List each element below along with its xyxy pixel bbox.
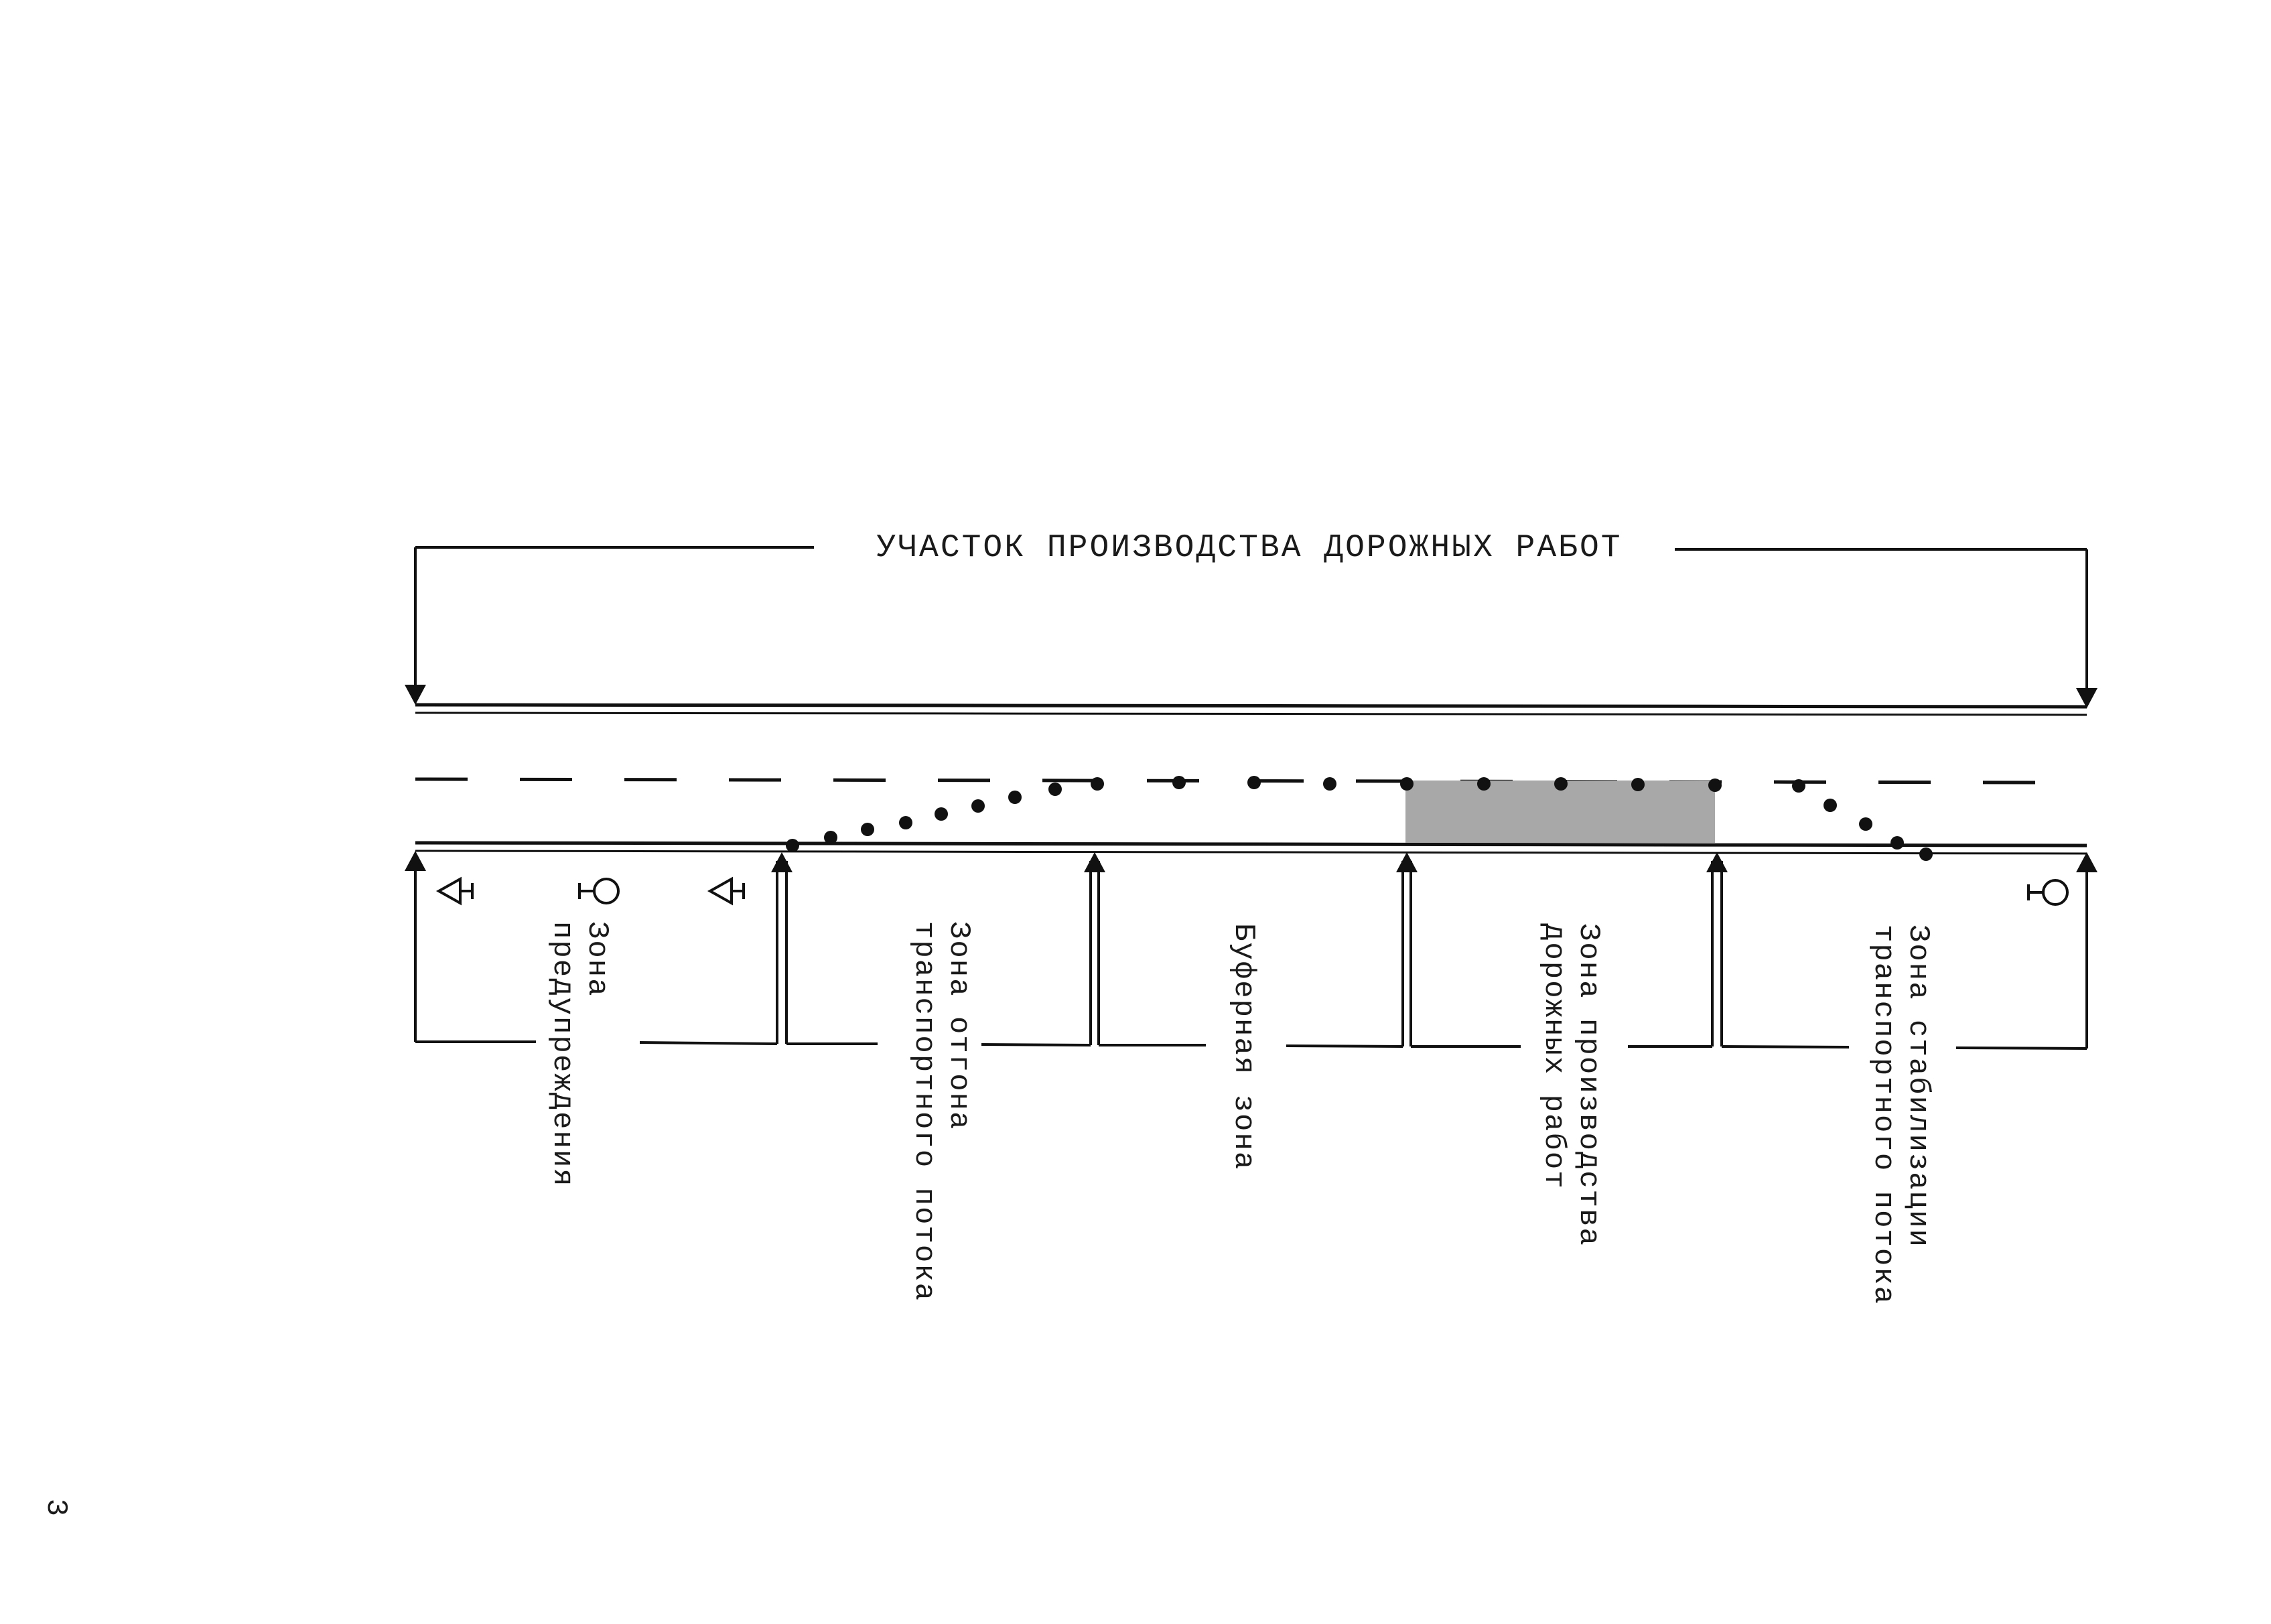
traffic-cone-marker xyxy=(971,799,985,813)
zone-label-warning: Зона предупреждения xyxy=(545,921,614,1188)
section-bracket: УЧАСТОК ПРОИЗВОДСТВА ДОРОЖНЫХ РАБОТ xyxy=(405,530,2097,708)
zone-label-stabilization-line-2: транспортного потока xyxy=(1866,925,1900,1305)
traffic-cone-marker xyxy=(1554,777,1568,791)
traffic-cone-marker xyxy=(1048,783,1062,796)
divider-3-arrowhead xyxy=(1396,852,1418,872)
zone-label-buffer-line-1: Буферная зона xyxy=(1227,923,1260,1170)
traffic-cone-marker xyxy=(1172,776,1186,789)
bracket-right-arrowhead xyxy=(2076,688,2097,708)
traffic-cone-marker xyxy=(1919,848,1933,861)
traffic-cone-marker xyxy=(935,807,948,821)
zone-label-taper: Зона отгона транспортного потока xyxy=(907,921,975,1302)
traffic-cone-marker xyxy=(1091,777,1104,791)
section-title: УЧАСТОК ПРОИЗВОДСТВА ДОРОЖНЫХ РАБОТ xyxy=(876,530,1622,566)
traffic-cone-marker xyxy=(861,823,874,836)
zone-labels: Зона предупреждения Зона отгона транспор… xyxy=(545,921,1935,1305)
zone-label-stabilization-line-1: Зона стабилизации xyxy=(1901,925,1935,1248)
sign-round-icon xyxy=(2027,879,2069,906)
traffic-cone-marker xyxy=(1400,777,1414,791)
traffic-cone-marker xyxy=(1792,779,1805,793)
traffic-cone-marker xyxy=(1708,779,1722,792)
traffic-cone-marker xyxy=(1859,817,1872,831)
divider-right-arrowhead xyxy=(2076,852,2097,872)
baseline-5a xyxy=(1721,1045,1850,1048)
zone-label-warning-line-2: предупреждения xyxy=(545,921,579,1188)
divider-left-arrowhead xyxy=(405,851,426,871)
zone-label-work: Зона производства дорожных работ xyxy=(1537,923,1605,1247)
divider-4-arrowhead xyxy=(1706,852,1728,872)
divider-2-arrowhead xyxy=(1084,852,1105,872)
sign-triangle-icon xyxy=(435,876,474,906)
traffic-cone-marker xyxy=(1247,776,1261,789)
divider-1-arrowhead xyxy=(771,852,793,872)
traffic-cones xyxy=(786,776,1933,861)
road xyxy=(415,703,2087,855)
traffic-cone-marker xyxy=(1890,836,1904,850)
traffic-cone-marker xyxy=(1008,791,1022,804)
traffic-cone-marker xyxy=(824,831,837,844)
traffic-cone-marker xyxy=(899,816,912,829)
page-number: 3 xyxy=(39,1499,72,1516)
traffic-cone-marker xyxy=(786,839,799,852)
baseline-1b xyxy=(639,1041,778,1045)
zone-label-work-line-1: Зона производства xyxy=(1572,923,1605,1247)
zone-label-taper-line-2: транспортного потока xyxy=(907,921,941,1302)
zone-label-work-line-2: дорожных работ xyxy=(1537,923,1570,1190)
road-signs xyxy=(435,876,2069,906)
traffic-cone-marker xyxy=(1477,777,1491,791)
road-top-edge-outer xyxy=(415,703,2087,709)
traffic-cone-marker xyxy=(1323,777,1336,791)
traffic-cone-marker xyxy=(1631,778,1645,791)
sign-round-icon xyxy=(578,878,620,904)
zone-label-stabilization: Зона стабилизации транспортного потока xyxy=(1866,925,1935,1305)
bracket-left-arrowhead xyxy=(405,685,426,705)
zone-label-taper-line-1: Зона отгона xyxy=(942,921,975,1130)
baseline-2b xyxy=(981,1043,1091,1046)
zone-baselines xyxy=(415,1040,2087,1050)
road-bottom-edge-inner xyxy=(415,850,2087,855)
road-bottom-edge-outer xyxy=(415,841,2087,848)
zone-label-warning-line-1: Зона xyxy=(580,921,614,998)
work-area xyxy=(1405,781,1715,843)
zone-label-buffer: Буферная зона xyxy=(1227,923,1260,1170)
road-top-edge-inner xyxy=(415,712,2087,716)
zone-dividers xyxy=(405,851,2097,1048)
sign-triangle-icon xyxy=(707,876,745,906)
traffic-cone-marker xyxy=(1823,799,1837,812)
page-number-text: 3 xyxy=(39,1499,72,1516)
